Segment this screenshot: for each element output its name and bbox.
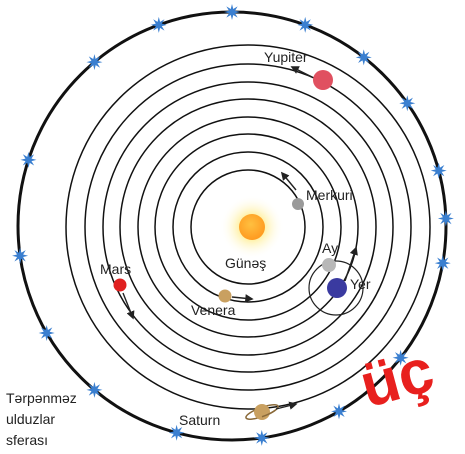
mercury-arrow	[280, 171, 297, 191]
moon-epicycle	[308, 260, 364, 316]
star-icon	[437, 210, 454, 227]
orbit-3	[154, 133, 342, 321]
star-icon	[392, 349, 409, 366]
sun-label: Günəş	[225, 255, 266, 271]
star-icon	[434, 255, 451, 272]
orbit-1	[190, 169, 306, 285]
venus-label: Venera	[191, 302, 236, 318]
star-icon	[150, 16, 167, 33]
jupiter-planet	[313, 70, 333, 90]
orbit-4	[137, 116, 359, 338]
star-icon	[399, 95, 416, 112]
earth-label: Yer	[350, 276, 371, 292]
star-sphere-label-2: ulduzlar	[6, 411, 55, 427]
jupiter-arrow	[290, 66, 313, 78]
saturn-arrow	[275, 401, 298, 410]
mars-planet	[113, 278, 127, 292]
sun	[220, 195, 284, 259]
star-sphere-label-1: Tərpənməz	[6, 390, 77, 406]
star-icon	[224, 4, 240, 20]
star-icon	[297, 16, 314, 33]
star-icon	[168, 424, 185, 441]
star-icon	[331, 403, 347, 420]
venus-planet	[218, 289, 232, 303]
mars-label: Mars	[100, 261, 131, 277]
star-icon	[12, 247, 29, 264]
mercury-label: Merkuri	[306, 187, 353, 203]
star-icon	[38, 325, 55, 341]
watermark: üç	[353, 336, 441, 421]
star-icon	[253, 429, 270, 446]
mercury-planet	[292, 198, 304, 210]
sun-disc	[239, 214, 265, 240]
star-icon	[355, 49, 372, 66]
orbit-7	[84, 63, 412, 391]
saturn-label: Saturn	[179, 412, 220, 428]
star-icon	[430, 162, 447, 179]
jupiter-label: Yupiter	[264, 49, 308, 65]
moon-planet	[322, 258, 336, 272]
orbit-8	[65, 44, 431, 410]
saturn-planet	[245, 404, 279, 420]
stars	[12, 4, 454, 446]
earth-arrow	[344, 246, 358, 282]
mars-arrow	[122, 292, 135, 320]
orbit-5	[119, 98, 377, 356]
star-sphere-label-3: sferası	[6, 432, 48, 448]
star-icon	[20, 151, 37, 168]
venus-arrow	[231, 294, 254, 303]
star-icon	[86, 381, 103, 398]
moon-label: Ay	[322, 240, 338, 256]
star-icon	[86, 54, 103, 71]
earth-planet	[327, 278, 347, 298]
orbit-6	[102, 81, 394, 373]
